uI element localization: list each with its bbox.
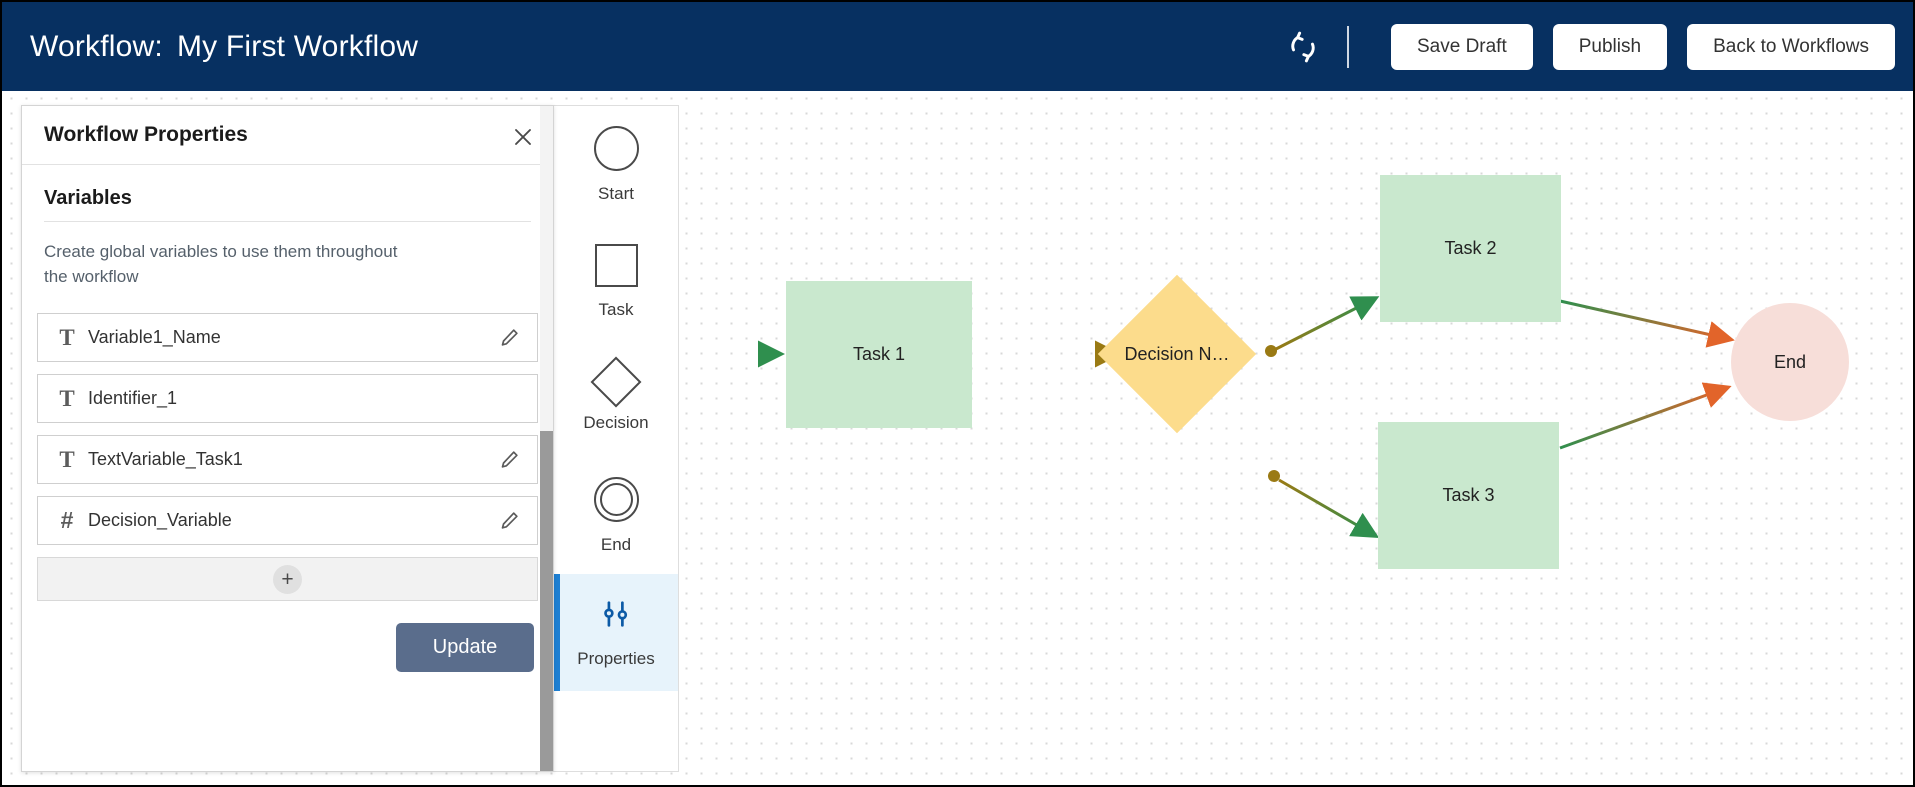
variables-list: T Variable1_Name T Identifier_1 T TextVa… <box>37 313 538 545</box>
shape-palette: Start Task Decision End Properties <box>554 105 679 772</box>
add-variable-button[interactable]: + <box>37 557 538 601</box>
flow-diagram: Task 1 Decision N… Task 2 Task 3 End <box>4 91 1913 785</box>
double-circle-icon <box>593 476 639 522</box>
plus-icon: + <box>273 564 302 594</box>
canvas-node-task3[interactable]: Task 3 <box>1378 422 1559 569</box>
edit-pencil-icon[interactable] <box>499 510 521 532</box>
sliders-icon <box>599 597 633 636</box>
text-type-icon: T <box>59 324 75 350</box>
scrollbar-thumb[interactable] <box>540 431 553 771</box>
workflow-name: My First Workflow <box>176 29 419 63</box>
sync-icon[interactable] <box>1283 27 1323 67</box>
palette-item-task[interactable]: Task <box>554 223 678 340</box>
palette-item-end[interactable]: End <box>554 457 678 574</box>
list-item[interactable]: # Decision_Variable <box>37 496 538 545</box>
palette-item-start[interactable]: Start <box>554 106 678 223</box>
variable-name: Variable1_Name <box>88 327 221 347</box>
page-title-label: Workflow: <box>30 29 163 63</box>
list-item[interactable]: T TextVariable_Task1 <box>37 435 538 484</box>
circle-icon <box>593 125 639 171</box>
node-label: Task 1 <box>852 344 906 364</box>
header-actions: Save Draft Publish Back to Workflows <box>1283 23 1913 70</box>
palette-item-label: Decision <box>583 413 649 432</box>
node-label: Task 2 <box>1444 238 1497 258</box>
variables-section-title: Variables <box>44 187 132 209</box>
panel-title: Workflow Properties <box>44 123 248 146</box>
node-label: Decision N… <box>1124 343 1230 364</box>
workflow-properties-panel: Workflow Properties Variables Create glo… <box>21 105 554 772</box>
panel-scrollbar[interactable] <box>540 106 553 771</box>
canvas-node-end[interactable]: End <box>1731 303 1849 421</box>
flow-edges <box>681 296 1735 539</box>
variables-description: Create global variables to use them thro… <box>44 242 398 286</box>
palette-item-label: Start <box>598 183 634 203</box>
list-item[interactable]: T Variable1_Name <box>37 313 538 362</box>
panel-footer: Update <box>22 601 553 672</box>
canvas-node-task1[interactable]: Task 1 <box>786 281 972 428</box>
save-draft-button[interactable]: Save Draft <box>1390 23 1533 70</box>
node-label: End <box>1773 351 1807 372</box>
back-to-workflows-button[interactable]: Back to Workflows <box>1687 23 1895 70</box>
edit-pencil-icon[interactable] <box>499 449 521 471</box>
number-type-icon: # <box>60 507 74 533</box>
variable-name: Decision_Variable <box>88 510 232 530</box>
diamond-icon <box>590 356 642 408</box>
node-label: Task 3 <box>1442 485 1495 505</box>
app-header: Workflow: My First Workflow Save Draft Pu… <box>2 2 1913 91</box>
canvas-node-task2[interactable]: Task 2 <box>1380 175 1561 322</box>
palette-item-properties[interactable]: Properties <box>554 574 678 691</box>
variable-name: TextVariable_Task1 <box>88 449 243 469</box>
palette-item-label: Properties <box>577 648 655 668</box>
text-type-icon: T <box>59 385 75 411</box>
header-divider <box>1346 25 1349 68</box>
list-item[interactable]: T Identifier_1 <box>37 374 538 423</box>
palette-item-label: End <box>600 534 632 554</box>
variable-name: Identifier_1 <box>88 388 178 408</box>
publish-button[interactable]: Publish <box>1552 23 1668 70</box>
close-icon[interactable] <box>510 124 536 150</box>
square-icon <box>594 243 638 287</box>
palette-item-decision[interactable]: Decision <box>554 340 678 457</box>
canvas-node-decision[interactable]: Decision N… <box>1097 274 1257 434</box>
section-divider <box>44 221 531 222</box>
panel-header: Workflow Properties <box>22 106 553 165</box>
page-title: Workflow: My First Workflow <box>30 30 418 64</box>
palette-item-label: Task <box>598 299 634 319</box>
update-button[interactable]: Update <box>396 623 534 672</box>
text-type-icon: T <box>59 446 75 472</box>
edit-pencil-icon[interactable] <box>499 327 521 349</box>
